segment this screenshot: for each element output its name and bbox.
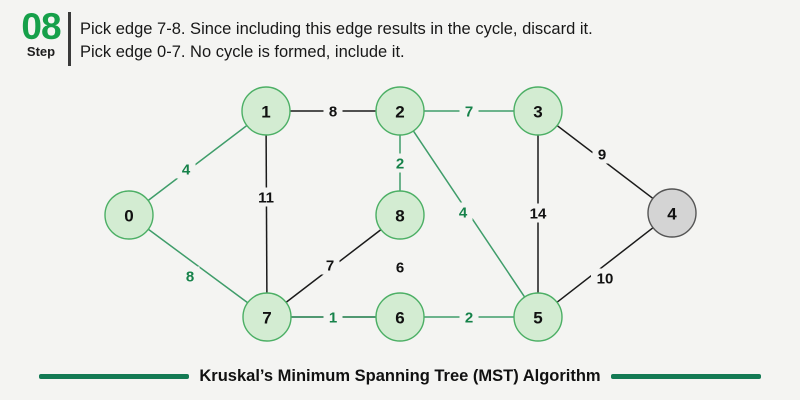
edge-0-7 [147, 228, 249, 304]
edge-weight-2-3: 7 [465, 104, 473, 121]
step-description: Pick edge 7-8. Since including this edge… [80, 18, 780, 64]
edge-weight-backdrop-2-3 [459, 101, 479, 121]
footer-title: Kruskal’s Minimum Spanning Tree (MST) Al… [199, 366, 601, 385]
node-label-0: 0 [124, 207, 133, 226]
edge-weight-4-5: 10 [597, 271, 614, 288]
node-circle-4[interactable] [647, 188, 697, 238]
graph-svg: 4 8 8 11 7 2 4 9 14 10 2 6 1 7 0 1 2 3 4 5 6 7 8 [104, 86, 697, 342]
graph-canvas: 4 8 8 11 7 2 4 9 14 10 2 6 1 7 0 1 2 3 4 5 6 7 8 [0, 80, 800, 352]
graph-node-0[interactable]: 0 [104, 190, 154, 240]
step-description-line-1: Pick edge 7-8. Since including this edge… [80, 20, 593, 38]
edge-0-1 [147, 124, 248, 202]
footer: Kruskal’s Minimum Spanning Tree (MST) Al… [0, 352, 800, 400]
node-circle-0[interactable] [104, 190, 154, 240]
nodes-layer: 0 1 2 3 4 5 6 7 8 [104, 86, 697, 342]
node-circle-6[interactable] [375, 292, 425, 342]
edge-weight-backdrop-1-7 [252, 187, 280, 207]
edge-weight-5-6: 2 [465, 310, 473, 327]
graph-node-6[interactable]: 6 [375, 292, 425, 342]
edge-weight-2-8: 2 [396, 156, 404, 173]
edge-weight-1-2: 8 [329, 104, 337, 121]
step-description-line-2: Pick edge 0-7. No cycle is formed, inclu… [80, 43, 405, 61]
edge-weight-0-7: 8 [186, 269, 194, 286]
edge-weights-layer: 4 8 8 11 7 2 4 9 14 10 2 6 1 7 [176, 101, 619, 327]
step-badge: 08 Step [12, 8, 70, 59]
edge-weight-backdrop-7-8 [320, 255, 340, 275]
header: 08 Step Pick edge 7-8. Since including t… [0, 0, 800, 80]
node-circle-7[interactable] [242, 292, 292, 342]
node-label-3: 3 [533, 103, 542, 122]
edge-1-7 [265, 134, 268, 294]
graph-node-4[interactable]: 4 [647, 188, 697, 238]
node-label-6: 6 [395, 309, 404, 328]
edge-weight-backdrop-2-8 [390, 153, 410, 173]
edge-weight-3-4: 9 [598, 147, 606, 164]
graph-node-7[interactable]: 7 [242, 292, 292, 342]
node-circle-8[interactable] [375, 190, 425, 240]
node-circle-1[interactable] [241, 86, 291, 136]
node-label-8: 8 [395, 207, 404, 226]
edge-weight-6-7: 6 [396, 260, 404, 277]
edge-weight-backdrop-2-5 [453, 202, 473, 222]
graph-node-3[interactable]: 3 [513, 86, 563, 136]
graph-node-2[interactable]: 2 [375, 86, 425, 136]
step-label: Step [26, 44, 56, 59]
node-label-2: 2 [395, 103, 404, 122]
edge-weight-7-8: 7 [326, 258, 334, 275]
node-label-5: 5 [533, 309, 542, 328]
edge-weight-backdrop-0-7 [180, 266, 200, 286]
edge-weight-1-7: 11 [258, 190, 274, 207]
edge-weight-backdrop-4-5 [591, 268, 619, 288]
edge-weight-6-7: 1 [329, 310, 337, 327]
header-divider [68, 12, 71, 66]
edge-4-5 [556, 227, 654, 303]
graph-node-5[interactable]: 5 [513, 292, 563, 342]
edge-weight-backdrop-1-2 [323, 101, 343, 121]
edge-weight-0-1: 4 [182, 162, 191, 179]
edge-weight-backdrop-6-7 [323, 307, 343, 327]
step-number: 08 [21, 6, 61, 47]
node-label-1: 1 [261, 103, 270, 122]
edge-weight-3-5: 14 [530, 206, 547, 223]
edge-weight-backdrop-3-5 [524, 203, 552, 223]
edge-weight-backdrop-6-7 [390, 257, 410, 277]
edge-weight-backdrop-5-6 [459, 307, 479, 327]
node-circle-2[interactable] [375, 86, 425, 136]
edge-weight-backdrop-0-1 [176, 159, 196, 179]
node-label-7: 7 [262, 309, 271, 328]
node-label-4: 4 [667, 205, 677, 224]
node-circle-3[interactable] [513, 86, 563, 136]
footer-rule-left [39, 373, 190, 379]
edge-weight-backdrop-3-4 [592, 144, 612, 164]
node-circle-5[interactable] [513, 292, 563, 342]
footer-rule-right [610, 373, 761, 379]
graph-node-8[interactable]: 8 [375, 190, 425, 240]
edge-weight-2-5: 4 [459, 205, 468, 222]
graph-node-1[interactable]: 1 [241, 86, 291, 136]
